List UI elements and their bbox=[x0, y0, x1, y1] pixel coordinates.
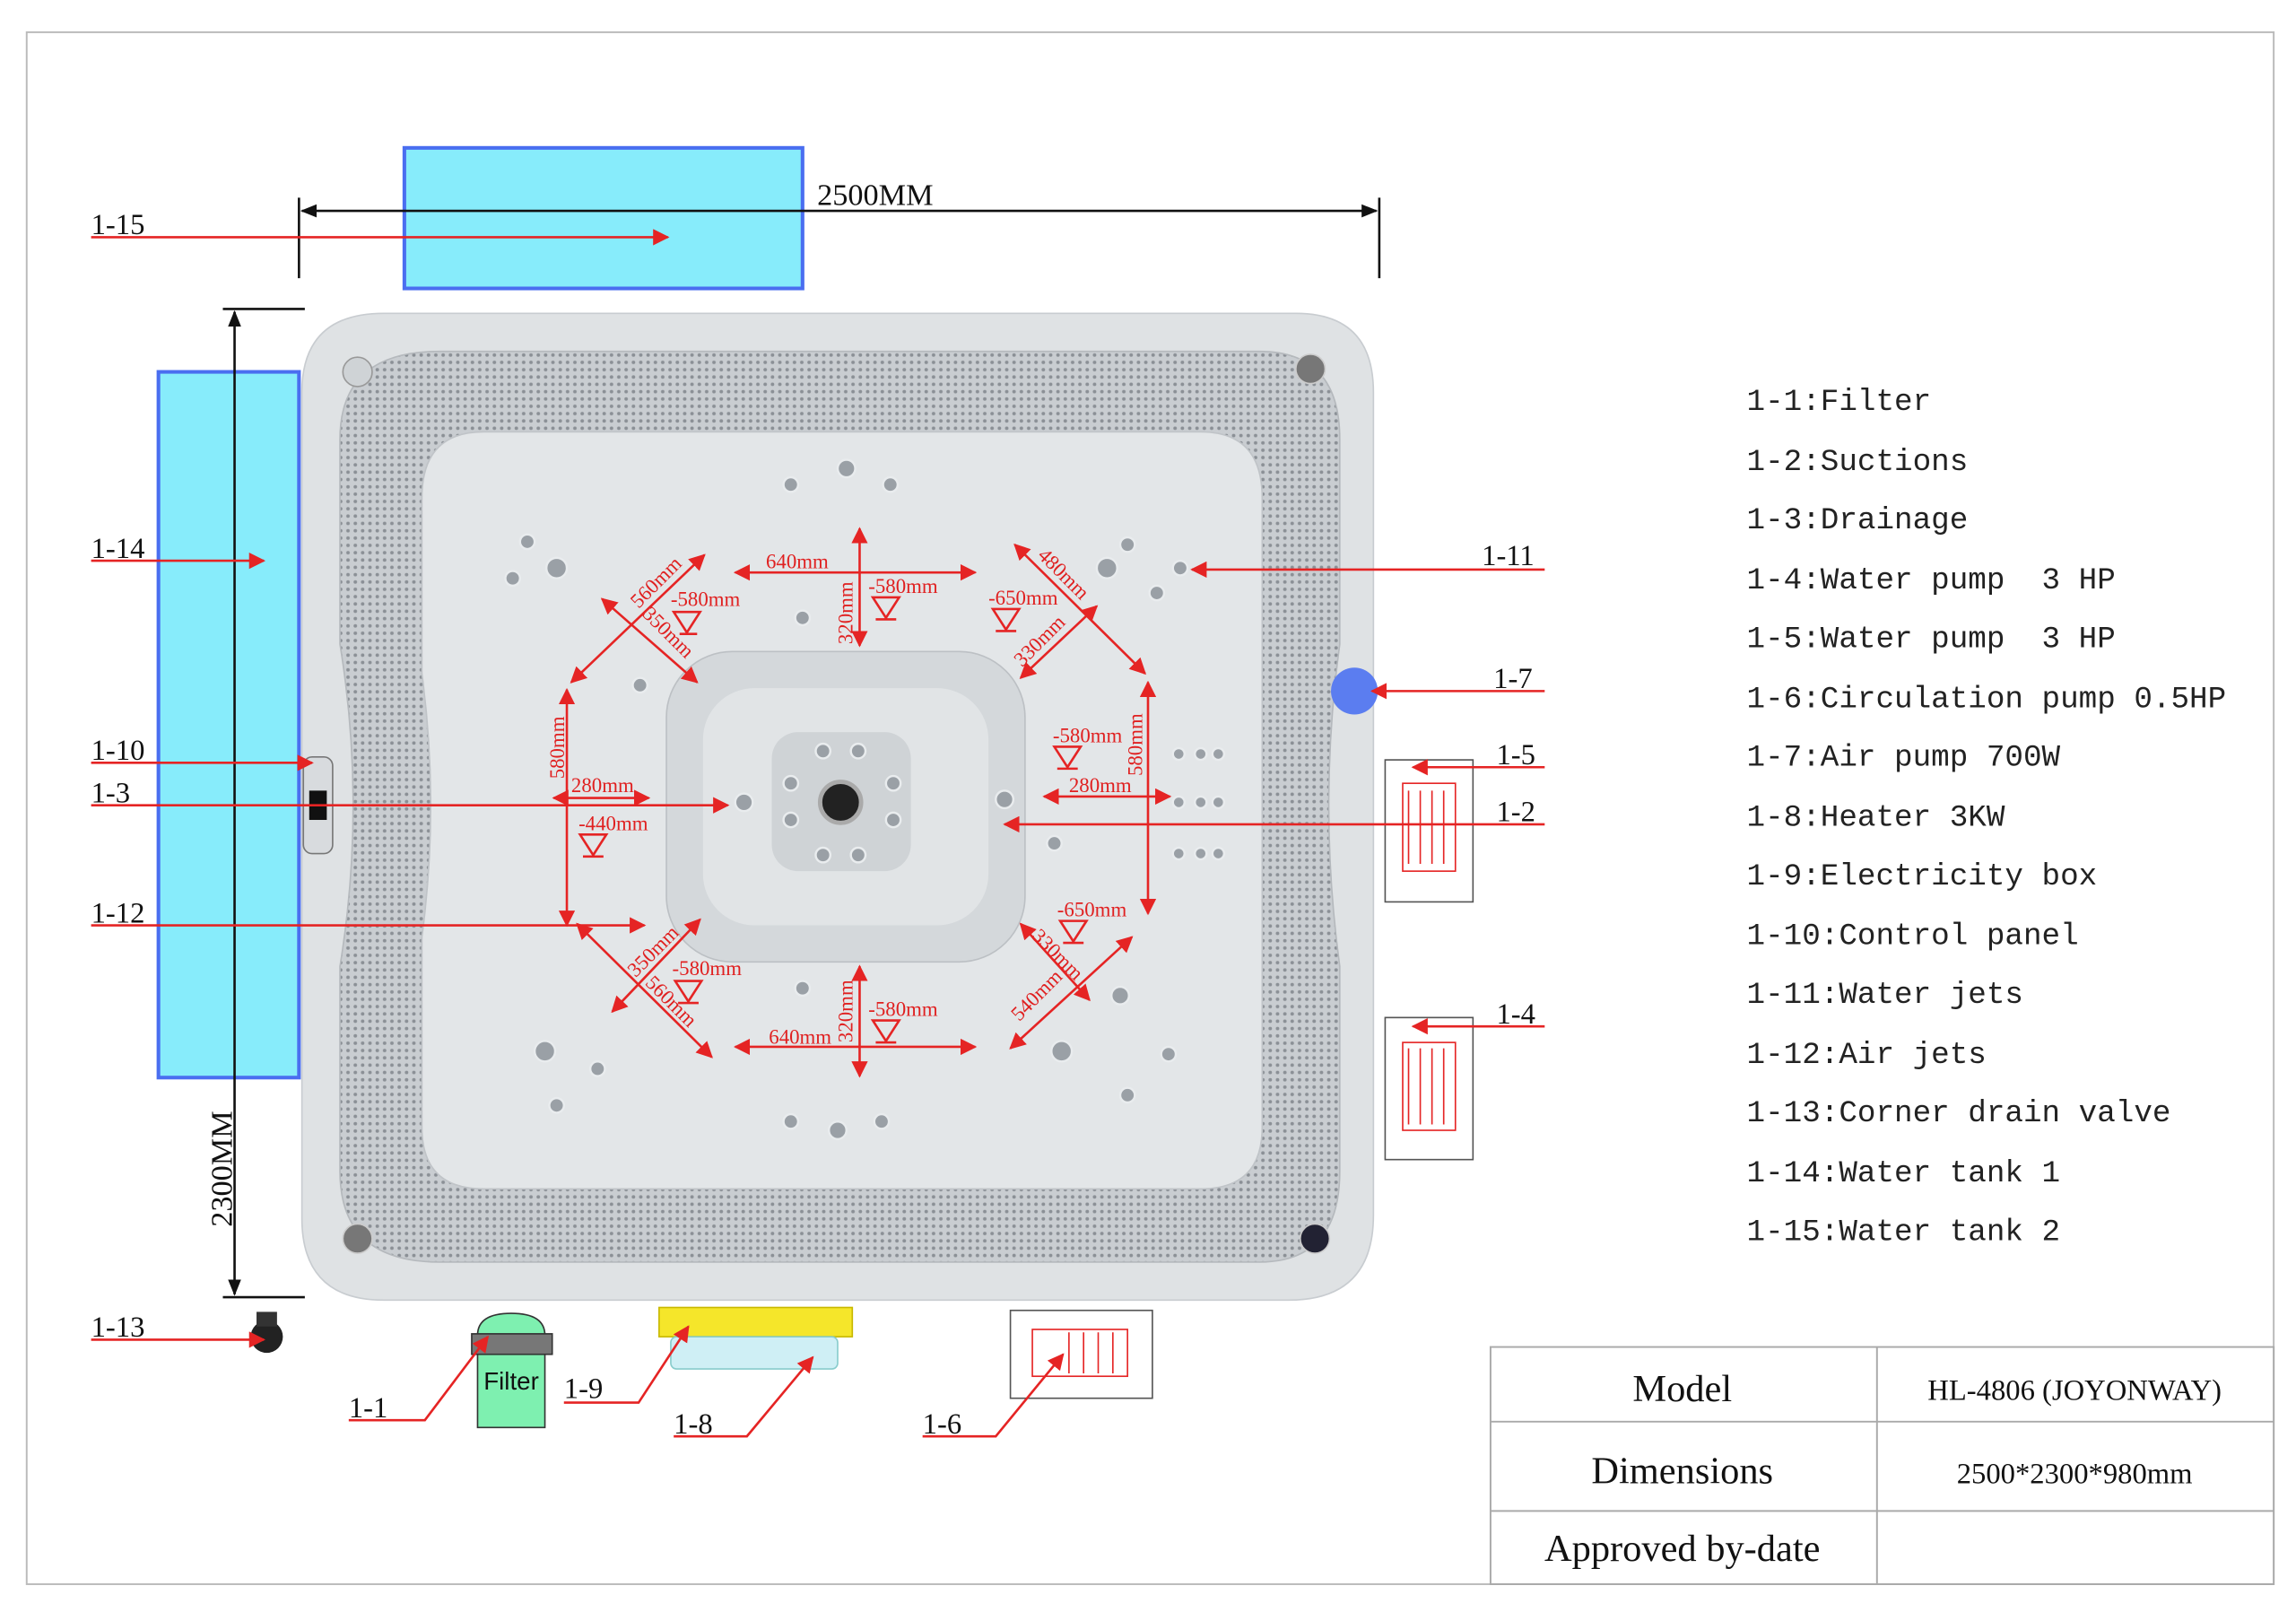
callout-1-5: 1-5 bbox=[1496, 739, 1535, 771]
dim-label: -580mm bbox=[673, 957, 743, 980]
water-pump-1-4 bbox=[1384, 1016, 1474, 1161]
width-dimension: 2500MM bbox=[298, 179, 1381, 279]
dim-label: 580mm bbox=[546, 716, 569, 779]
dim-label: -580mm bbox=[1053, 725, 1123, 747]
callout-1-6: 1-6 bbox=[923, 1408, 961, 1441]
title-block: Model HL-4806 (JOYONWAY) Dimensions 2500… bbox=[1489, 1346, 2275, 1585]
legend-item: 1-6:Circulation pump 0.5HP bbox=[1747, 682, 2227, 717]
center-drain bbox=[817, 780, 864, 825]
legend-item: 1-10:Control panel bbox=[1747, 919, 2079, 954]
legend-item: 1-9:Electricity box bbox=[1747, 859, 2098, 894]
callout-1-10: 1-10 bbox=[91, 735, 145, 767]
approved-label: Approved by-date bbox=[1544, 1528, 1820, 1570]
callout-1-11: 1-11 bbox=[1482, 540, 1535, 572]
dimensions-label: Dimensions bbox=[1591, 1450, 1773, 1492]
dim-label: 280mm bbox=[571, 774, 634, 797]
dim-label: 640mm bbox=[769, 1026, 831, 1049]
depth-label: 2300MM bbox=[204, 1111, 239, 1226]
legend-item: 1-3:Drainage bbox=[1747, 503, 1969, 538]
legend-item: 1-5:Water pump 3 HP bbox=[1747, 622, 2116, 657]
callouts: 1-15 1-14 1-10 1-3 1-12 1-13 1-11 1-7 1-… bbox=[91, 209, 1545, 1441]
callout-1-9: 1-9 bbox=[564, 1373, 604, 1406]
legend: 1-1:Filter 1-2:Suctions 1-3:Drainage 1-4… bbox=[1747, 385, 2227, 1250]
callout-1-1: 1-1 bbox=[349, 1392, 388, 1425]
drawing-border bbox=[25, 30, 2275, 1585]
depth-dimension: 2300MM bbox=[204, 308, 305, 1299]
legend-item: 1-4:Water pump 3 HP bbox=[1747, 563, 2116, 598]
callout-1-3: 1-3 bbox=[91, 777, 131, 809]
model-label: Model bbox=[1632, 1368, 1732, 1410]
dim-label: -650mm bbox=[1057, 899, 1127, 921]
callout-1-8: 1-8 bbox=[674, 1408, 713, 1441]
legend-item: 1-12:Air jets bbox=[1747, 1038, 1987, 1073]
legend-item: 1-8:Heater 3KW bbox=[1747, 801, 2005, 836]
callout-1-12: 1-12 bbox=[91, 897, 145, 929]
dim-label: -440mm bbox=[578, 812, 648, 834]
legend-item: 1-11:Water jets bbox=[1747, 978, 2023, 1013]
filter: Filter bbox=[471, 1312, 553, 1429]
heater bbox=[670, 1336, 839, 1370]
legend-item: 1-2:Suctions bbox=[1747, 445, 1969, 480]
circulation-pump bbox=[1009, 1309, 1153, 1399]
water-pump-1-5 bbox=[1384, 759, 1474, 903]
dim-label: -580mm bbox=[671, 588, 741, 611]
filter-label: Filter bbox=[483, 1367, 539, 1395]
water-tank-1 bbox=[156, 370, 301, 1080]
dimensions-value: 2500*2300*980mm bbox=[1957, 1458, 2193, 1490]
air-pump bbox=[1331, 667, 1378, 715]
dim-label: 280mm bbox=[1069, 774, 1132, 797]
dim-label: 640mm bbox=[766, 550, 829, 572]
dim-label: -580mm bbox=[868, 998, 938, 1021]
water-tank-2 bbox=[402, 145, 804, 291]
width-label: 2500MM bbox=[817, 179, 933, 213]
legend-item: 1-13:Corner drain valve bbox=[1747, 1096, 2171, 1131]
legend-item: 1-14:Water tank 1 bbox=[1747, 1156, 2061, 1191]
callout-1-7: 1-7 bbox=[1493, 663, 1533, 695]
legend-item: 1-1:Filter bbox=[1747, 385, 1932, 420]
legend-item: 1-15:Water tank 2 bbox=[1747, 1215, 2061, 1250]
dim-label: 320mm bbox=[834, 581, 857, 644]
callout-1-15: 1-15 bbox=[91, 209, 145, 241]
corner-drain-valve bbox=[250, 1311, 283, 1354]
dim-label: -650mm bbox=[988, 587, 1058, 609]
legend-item: 1-7:Air pump 700W bbox=[1747, 741, 2061, 776]
model-value: HL-4806 (JOYONWAY) bbox=[1927, 1374, 2222, 1407]
dim-label: -580mm bbox=[868, 575, 938, 597]
electricity-box bbox=[658, 1306, 854, 1338]
callout-1-14: 1-14 bbox=[91, 533, 145, 565]
callout-1-13: 1-13 bbox=[91, 1311, 145, 1344]
dim-label: 320mm bbox=[834, 980, 857, 1042]
spa-tub bbox=[300, 312, 1375, 1302]
dim-label: 580mm bbox=[1124, 713, 1146, 776]
callout-1-2: 1-2 bbox=[1496, 797, 1535, 829]
callout-1-4: 1-4 bbox=[1496, 998, 1535, 1031]
